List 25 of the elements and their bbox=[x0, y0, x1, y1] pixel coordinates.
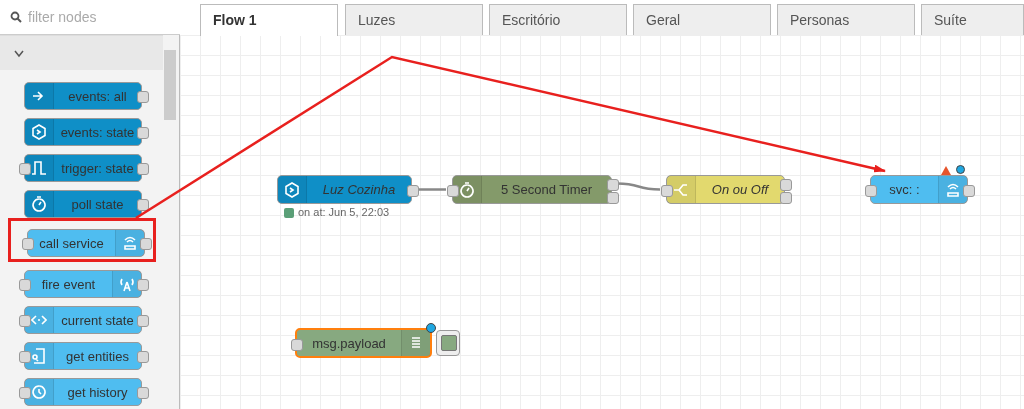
node-label: get entities bbox=[65, 348, 130, 364]
node-label: current state bbox=[60, 312, 135, 328]
node-label: Luz Cozinha bbox=[321, 182, 397, 197]
node-label: svc: : bbox=[888, 182, 921, 197]
tab: Suíte bbox=[921, 4, 1024, 35]
node-label: events: all bbox=[67, 88, 128, 104]
node-label: msg.payload bbox=[311, 335, 387, 351]
node-label: fire event bbox=[40, 276, 97, 292]
node-label: events: state bbox=[59, 124, 136, 140]
status-text: on at: Jun 5, 22:03 bbox=[298, 206, 390, 218]
wire bbox=[616, 182, 661, 191]
node-label: call service bbox=[38, 235, 105, 251]
node-label: get history bbox=[66, 384, 129, 400]
node-label: poll state bbox=[70, 196, 125, 212]
search-field: filter nodes bbox=[0, 0, 180, 35]
node-label: 5 Second Timer bbox=[499, 182, 593, 197]
tab: Geral bbox=[633, 4, 771, 35]
tab: Luzes bbox=[345, 4, 483, 35]
node-label: trigger: state bbox=[60, 160, 135, 176]
tab: Escritório bbox=[489, 4, 627, 35]
tab: Flow 1 bbox=[200, 4, 338, 36]
tab: Personas bbox=[777, 4, 915, 35]
node-label: On ou Off bbox=[710, 182, 770, 197]
highlight-box bbox=[8, 218, 156, 262]
wire bbox=[417, 188, 446, 191]
